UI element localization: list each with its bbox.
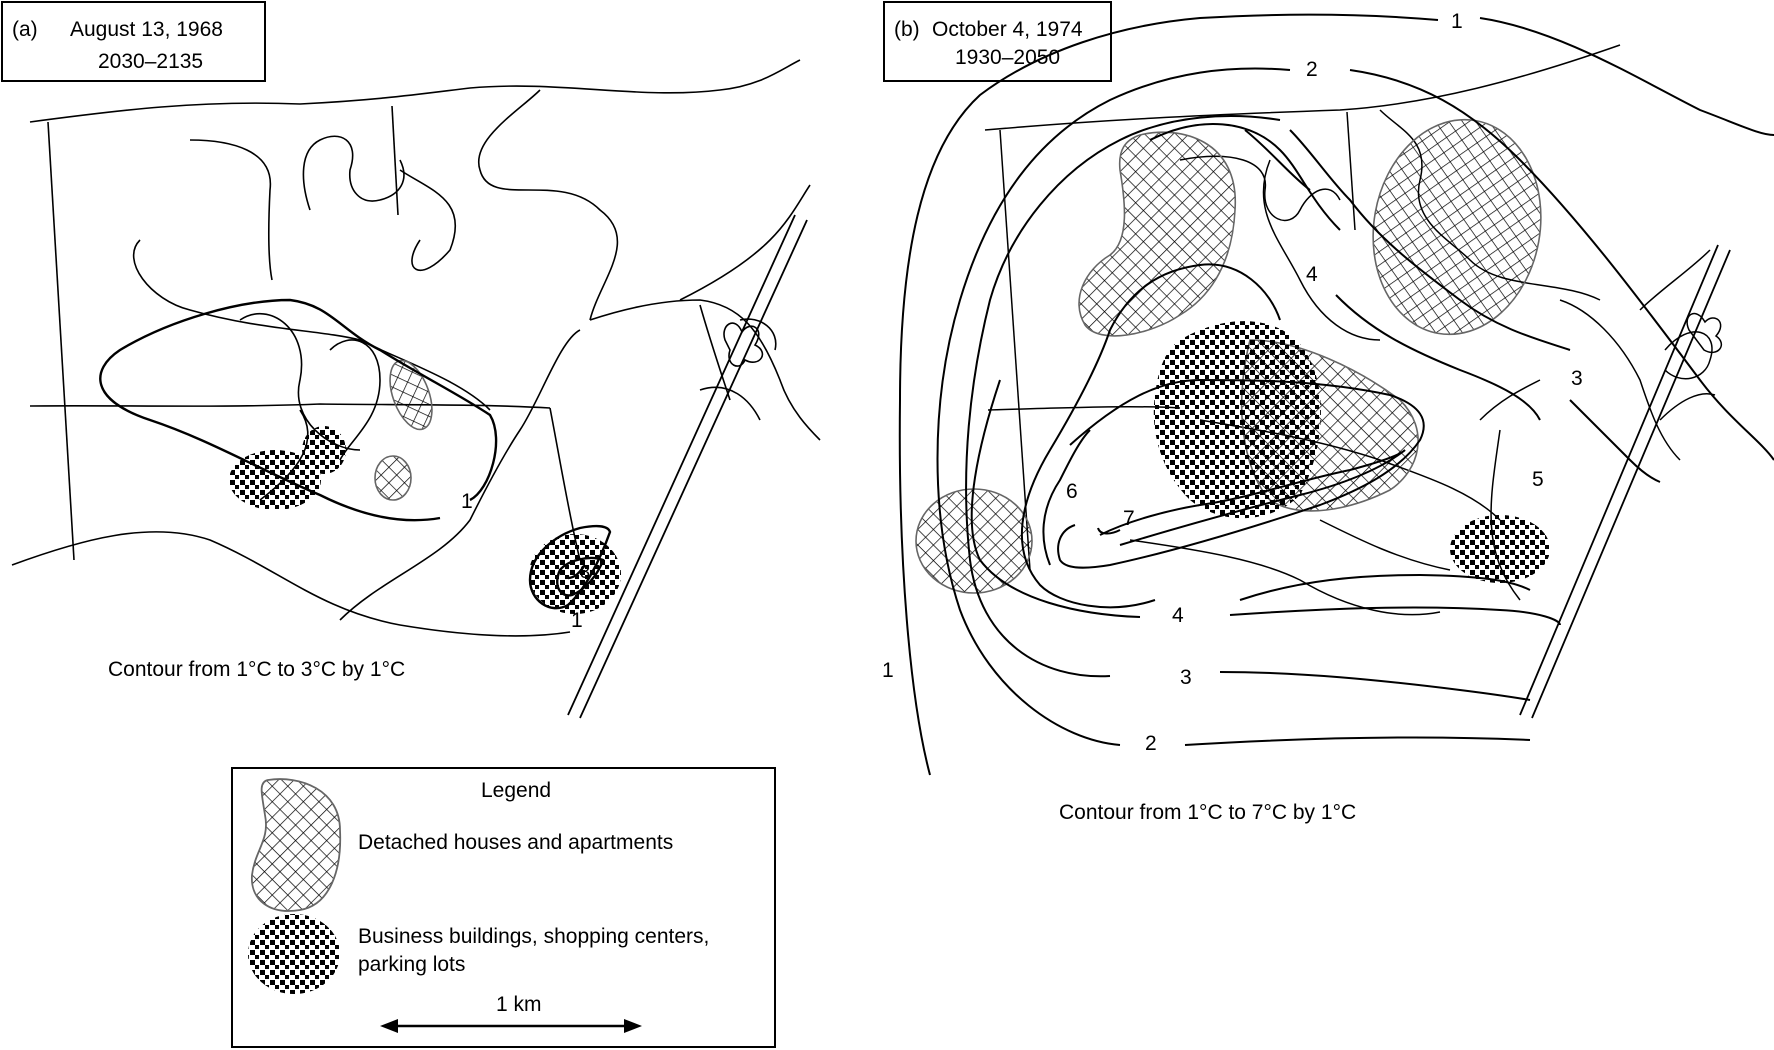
panel-b-contour-label: 4 [1306, 263, 1318, 286]
panel-a-title-box [1, 1, 266, 82]
panel-b-contour-label: 1 [882, 659, 894, 682]
panel-a-contour-label: 1 [571, 609, 583, 632]
panel-b-label: (b) [894, 18, 920, 41]
residential-patch [1372, 118, 1542, 336]
panel-b-land-use [915, 118, 1550, 594]
panel-a-contour-label: 3 [580, 562, 590, 582]
panel-b: (b) October 4, 1974 1930–2050 [882, 1, 1774, 824]
double-arrow-icon [380, 1019, 642, 1033]
residential-patch [374, 455, 412, 501]
crosshatch-pattern-icon [251, 778, 342, 912]
panel-b-date: October 4, 1974 [932, 18, 1083, 41]
residential-patch [1078, 131, 1236, 337]
panel-a-date: August 13, 1968 [70, 18, 223, 41]
panel-a-label: (a) [12, 18, 38, 41]
legend-residential-label: Detached houses and apartments [358, 831, 673, 854]
panel-b-contour-label: 3 [1571, 367, 1583, 390]
legend-business-label-line2: parking lots [358, 953, 465, 976]
checker-dot-pattern-icon [248, 914, 340, 994]
panel-b-contour-label: 7 [1123, 507, 1135, 530]
business-patch [302, 426, 346, 474]
legend: Legend Detached houses and apartments Bu… [231, 767, 776, 1048]
panel-b-contour-note: Contour from 1°C to 7°C by 1°C [1059, 801, 1356, 824]
panel-b-title-box [883, 1, 1112, 82]
panel-b-contour-label: 4 [1172, 604, 1184, 627]
panel-a-contour-note: Contour from 1°C to 3°C by 1°C [108, 658, 405, 681]
panel-b-contour-label: 1 [1451, 10, 1463, 33]
panel-b-highway [1519, 244, 1731, 719]
panel-a-isotherms [99, 298, 612, 610]
panel-a-time: 2030–2135 [98, 50, 203, 73]
panel-b-contour-label: 2 [1145, 732, 1157, 755]
panel-b-contour-label: 3 [1180, 666, 1192, 689]
residential-patch [389, 359, 433, 431]
business-patch [1153, 321, 1321, 519]
legend-scale-label: 1 km [496, 993, 542, 1016]
panel-a-contour-label: 1 [461, 490, 473, 513]
panel-a: (a) August 13, 1968 2030–2135 [1, 1, 821, 719]
legend-title: Legend [481, 779, 551, 802]
panel-b-isotherms [898, 13, 1774, 776]
business-patch [1450, 515, 1550, 583]
panel-b-contour-label: 2 [1306, 58, 1318, 81]
panel-b-contour-label: 5 [1532, 468, 1544, 491]
panel-a-road-network [11, 59, 821, 637]
legend-business-label-line1: Business buildings, shopping centers, [358, 925, 709, 948]
panel-a-highway [567, 214, 808, 719]
panel-b-contour-label: 6 [1066, 480, 1078, 503]
business-patch [529, 534, 621, 614]
panel-a-land-use [229, 359, 621, 614]
